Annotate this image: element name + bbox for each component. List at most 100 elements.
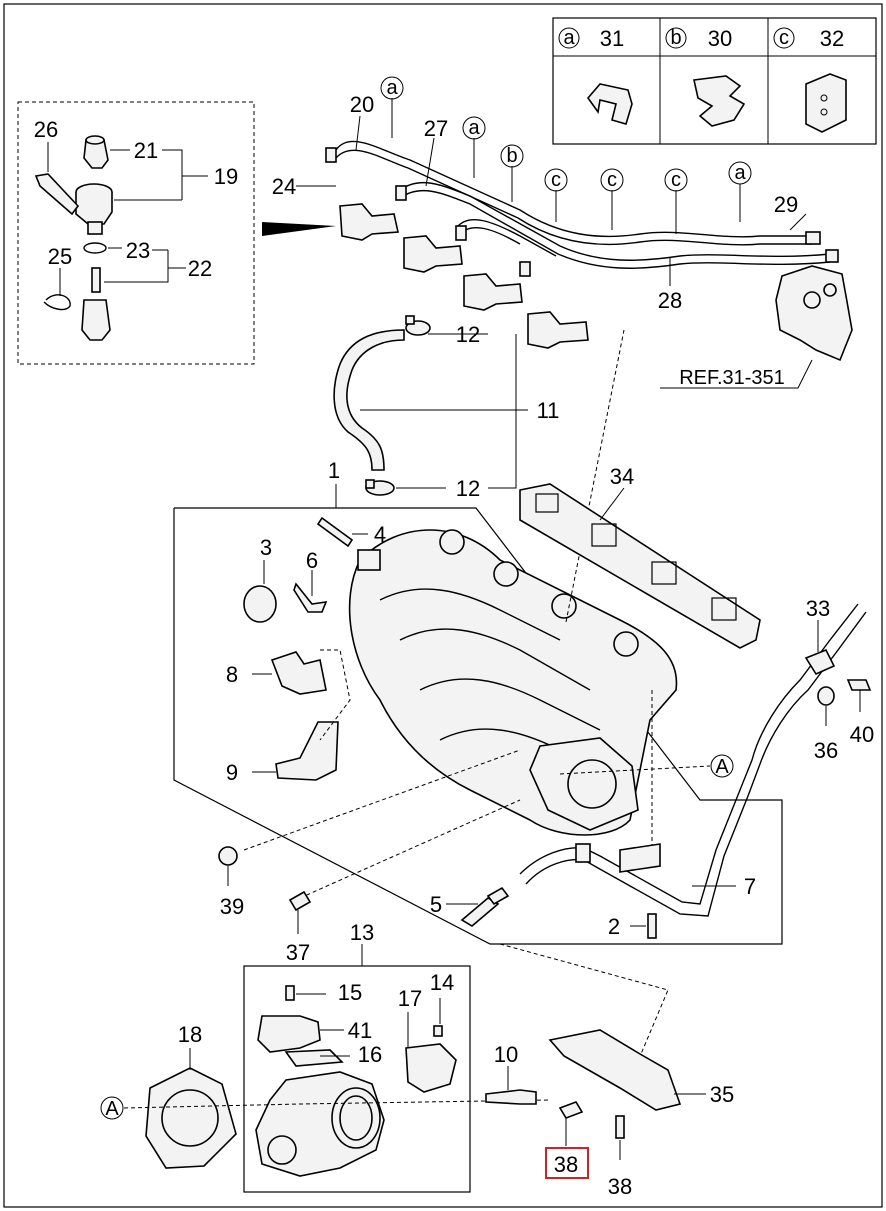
callout-b-1: b — [506, 145, 517, 167]
throttle-body-bolt — [485, 1089, 537, 1105]
legend-part-32: 32 — [820, 26, 844, 51]
valve-screw — [285, 985, 295, 1001]
label-35: 35 — [710, 1082, 734, 1107]
label-20: 20 — [350, 92, 374, 117]
callout-a-1: a — [386, 77, 398, 99]
label-37: 37 — [286, 940, 310, 965]
callout-a-3: a — [734, 162, 746, 184]
legend-cell-c: c 32 — [773, 26, 847, 133]
label-41: 41 — [348, 1018, 372, 1043]
diagram-frame — [3, 3, 883, 1208]
label-4: 4 — [374, 522, 386, 547]
injector-cap — [83, 135, 109, 169]
fuel-rail-pipe-upper — [335, 140, 812, 238]
label-36: 36 — [814, 738, 838, 763]
throttle-body-bracket — [548, 1029, 682, 1111]
stud-bolt — [316, 516, 354, 548]
bracket-nut — [817, 686, 835, 706]
pipe-clip — [804, 648, 836, 676]
injector-detail-box: 26 21 19 23 22 25 — [17, 101, 255, 365]
water-pipe-assembly: 7 — [519, 603, 867, 917]
clip-a-shape — [586, 83, 633, 125]
ref-mark-a-right-text: A — [715, 756, 729, 778]
label-40: 40 — [850, 722, 874, 747]
label-5: 5 — [430, 892, 442, 917]
fuel-rail-assembly: a a b c c c a 20 24 27 29 28 REF.31-351 — [272, 76, 853, 389]
label-33: 33 — [806, 596, 830, 621]
clip-c-shape — [805, 73, 847, 133]
hose-clamp-lower — [365, 479, 395, 496]
ref-mark-a-right — [710, 754, 734, 778]
label-19: 19 — [214, 164, 238, 189]
label-38-highlighted: 38 — [554, 1152, 578, 1177]
vacuum-hose — [333, 329, 405, 471]
manifold-gasket: 34 — [519, 464, 761, 649]
label-14: 14 — [430, 970, 454, 995]
legend-letter-a: a — [563, 27, 575, 49]
throttle-body-group: 13 15 41 16 17 14 — [243, 920, 471, 1193]
label-29: 29 — [774, 192, 798, 217]
injector-pin — [91, 267, 101, 293]
temperature-sensor — [460, 897, 500, 927]
fuel-injector-2 — [395, 185, 463, 273]
intake-manifold: 4 — [316, 516, 678, 836]
label-34: 34 — [610, 464, 634, 489]
fuel-injector-3 — [455, 225, 523, 311]
label-18: 18 — [178, 1022, 202, 1047]
detail-arrow — [262, 222, 336, 236]
ref-mark-a-left — [100, 1096, 124, 1120]
label-9: 9 — [226, 760, 238, 785]
callout-a-2: a — [468, 117, 480, 139]
label-10: 10 — [494, 1042, 518, 1067]
label-16: 16 — [358, 1042, 382, 1067]
label-8: 8 — [226, 662, 238, 687]
throttle-lever — [267, 1135, 297, 1165]
fuel-injector-4 — [519, 261, 589, 349]
mounting-bolt — [288, 890, 312, 912]
o-ring — [83, 242, 107, 254]
label-39: 39 — [220, 894, 244, 919]
fuel-pressure-regulator — [775, 265, 853, 362]
throttle-body-gasket: 18 — [145, 1022, 237, 1169]
injector-body — [75, 183, 113, 235]
legend-letter-b: b — [670, 27, 681, 49]
ref-mark-a-left-text: A — [105, 1098, 119, 1120]
fuel-rail-pipe-lower — [399, 181, 831, 261]
label-12-upper: 12 — [456, 322, 480, 347]
label-25: 25 — [48, 244, 72, 269]
pipe-bracket — [619, 843, 661, 873]
highlight-box — [545, 1147, 589, 1179]
retainer-clip — [34, 173, 80, 216]
label-11: 11 — [537, 398, 560, 423]
label-28: 28 — [658, 288, 682, 313]
label-3: 3 — [260, 535, 272, 560]
label-1: 1 — [328, 458, 340, 483]
clip-callouts: a a b c c c a — [380, 76, 752, 192]
label-24: 24 — [272, 174, 296, 199]
label-22: 22 — [188, 256, 212, 281]
label-7: 7 — [744, 874, 756, 899]
label-26: 26 — [34, 117, 58, 142]
legend-cell-a: a 31 — [558, 26, 633, 125]
callout-c-3: c — [671, 169, 681, 191]
label-23: 23 — [126, 238, 150, 263]
rail-end-fitting — [805, 231, 821, 245]
manifold-group-outline: 1 — [173, 458, 783, 945]
manifold-bracket — [270, 651, 327, 695]
valve-gasket — [284, 1049, 344, 1067]
hose-clamp-upper — [405, 315, 431, 336]
label-27: 27 — [424, 116, 448, 141]
callout-c-2: c — [607, 169, 617, 191]
sensor-screw — [433, 1025, 443, 1037]
label-17: 17 — [398, 986, 422, 1011]
bracket-bolt-2 — [615, 1115, 625, 1139]
label-12-lower: 12 — [456, 476, 480, 501]
throttle-position-sensor — [405, 1043, 457, 1093]
blanking-plug — [243, 585, 277, 623]
clip-b-shape — [693, 75, 746, 127]
ref-label: REF.31-351 — [679, 367, 785, 389]
label-38: 38 — [608, 1174, 632, 1199]
label-13: 13 — [350, 920, 374, 945]
label-15: 15 — [338, 980, 362, 1005]
